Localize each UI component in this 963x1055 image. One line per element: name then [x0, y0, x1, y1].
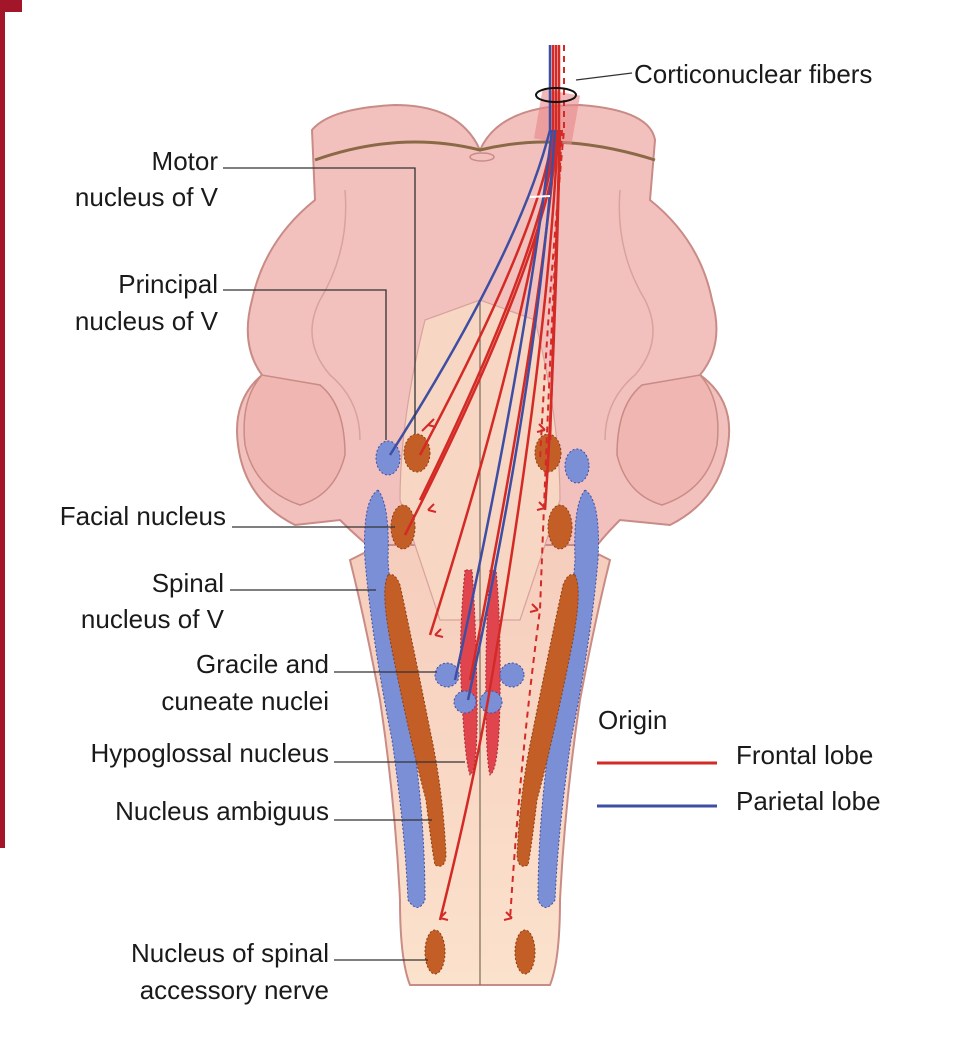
label-facial: Facial nucleus: [60, 501, 226, 531]
accessory-nucleus-left: [424, 929, 446, 975]
hypoglossal-nucleus-left: [460, 569, 478, 776]
facial-nucleus-right: [547, 504, 573, 550]
label-principal-2: nucleus of V: [75, 306, 219, 336]
legend-frontal-label: Frontal lobe: [736, 740, 873, 770]
gracile-nucleus-right: [479, 690, 503, 714]
frontal-fibers-uncrossed: [509, 45, 565, 921]
nucleus-ambiguus-right: [516, 574, 579, 867]
accessory-nucleus-right: [514, 929, 536, 975]
leader-lines: [223, 72, 633, 961]
fiber-ring: [535, 87, 577, 103]
aqueduct: [469, 152, 495, 162]
cuneate-nucleus-left: [434, 662, 460, 688]
motor-nucleus-v-left: [403, 433, 431, 473]
principal-nucleus-v-right: [564, 448, 590, 484]
cuneate-nucleus-right: [499, 662, 525, 688]
label-spinal-2: nucleus of V: [81, 604, 225, 634]
label-accessory-2: accessory nerve: [140, 975, 329, 1005]
fiber-terminals: [421, 418, 546, 921]
legend-title: Origin: [598, 705, 667, 735]
label-principal-1: Principal: [118, 269, 218, 299]
label-hypoglossal: Hypoglossal nucleus: [91, 738, 329, 768]
pons-inner-contour-right: [604, 189, 654, 441]
corner-mark: [0, 0, 22, 12]
label-ambiguus: Nucleus ambiguus: [115, 796, 329, 826]
label-accessory-1: Nucleus of spinal: [131, 938, 329, 968]
label-motor-2: nucleus of V: [75, 182, 219, 212]
left-border-bar: [0, 0, 5, 848]
pons-cut-surface: [314, 140, 656, 162]
left-peduncle: [243, 374, 346, 506]
legend: Origin Frontal lobe Parietal lobe: [597, 705, 881, 816]
pons-inner-contour-left: [311, 189, 361, 441]
leader-principal: [223, 289, 387, 440]
label-motor-1: Motor: [152, 146, 219, 176]
label-gracile-1: Gracile and: [196, 649, 329, 679]
label-gracile-2: cuneate nuclei: [161, 686, 329, 716]
legend-parietal-label: Parietal lobe: [736, 786, 881, 816]
nucleus-ambiguus-left: [384, 574, 447, 867]
leader-motor: [223, 167, 416, 434]
facial-nucleus-left: [390, 504, 416, 550]
label-corticonuclear: Corticonuclear fibers: [634, 59, 872, 89]
leader-corticonuclear: [575, 72, 633, 81]
right-peduncle: [616, 374, 719, 506]
pons-crossing-marker: [529, 195, 551, 198]
gracile-nucleus-left: [453, 690, 477, 714]
label-spinal-1: Spinal: [152, 568, 224, 598]
